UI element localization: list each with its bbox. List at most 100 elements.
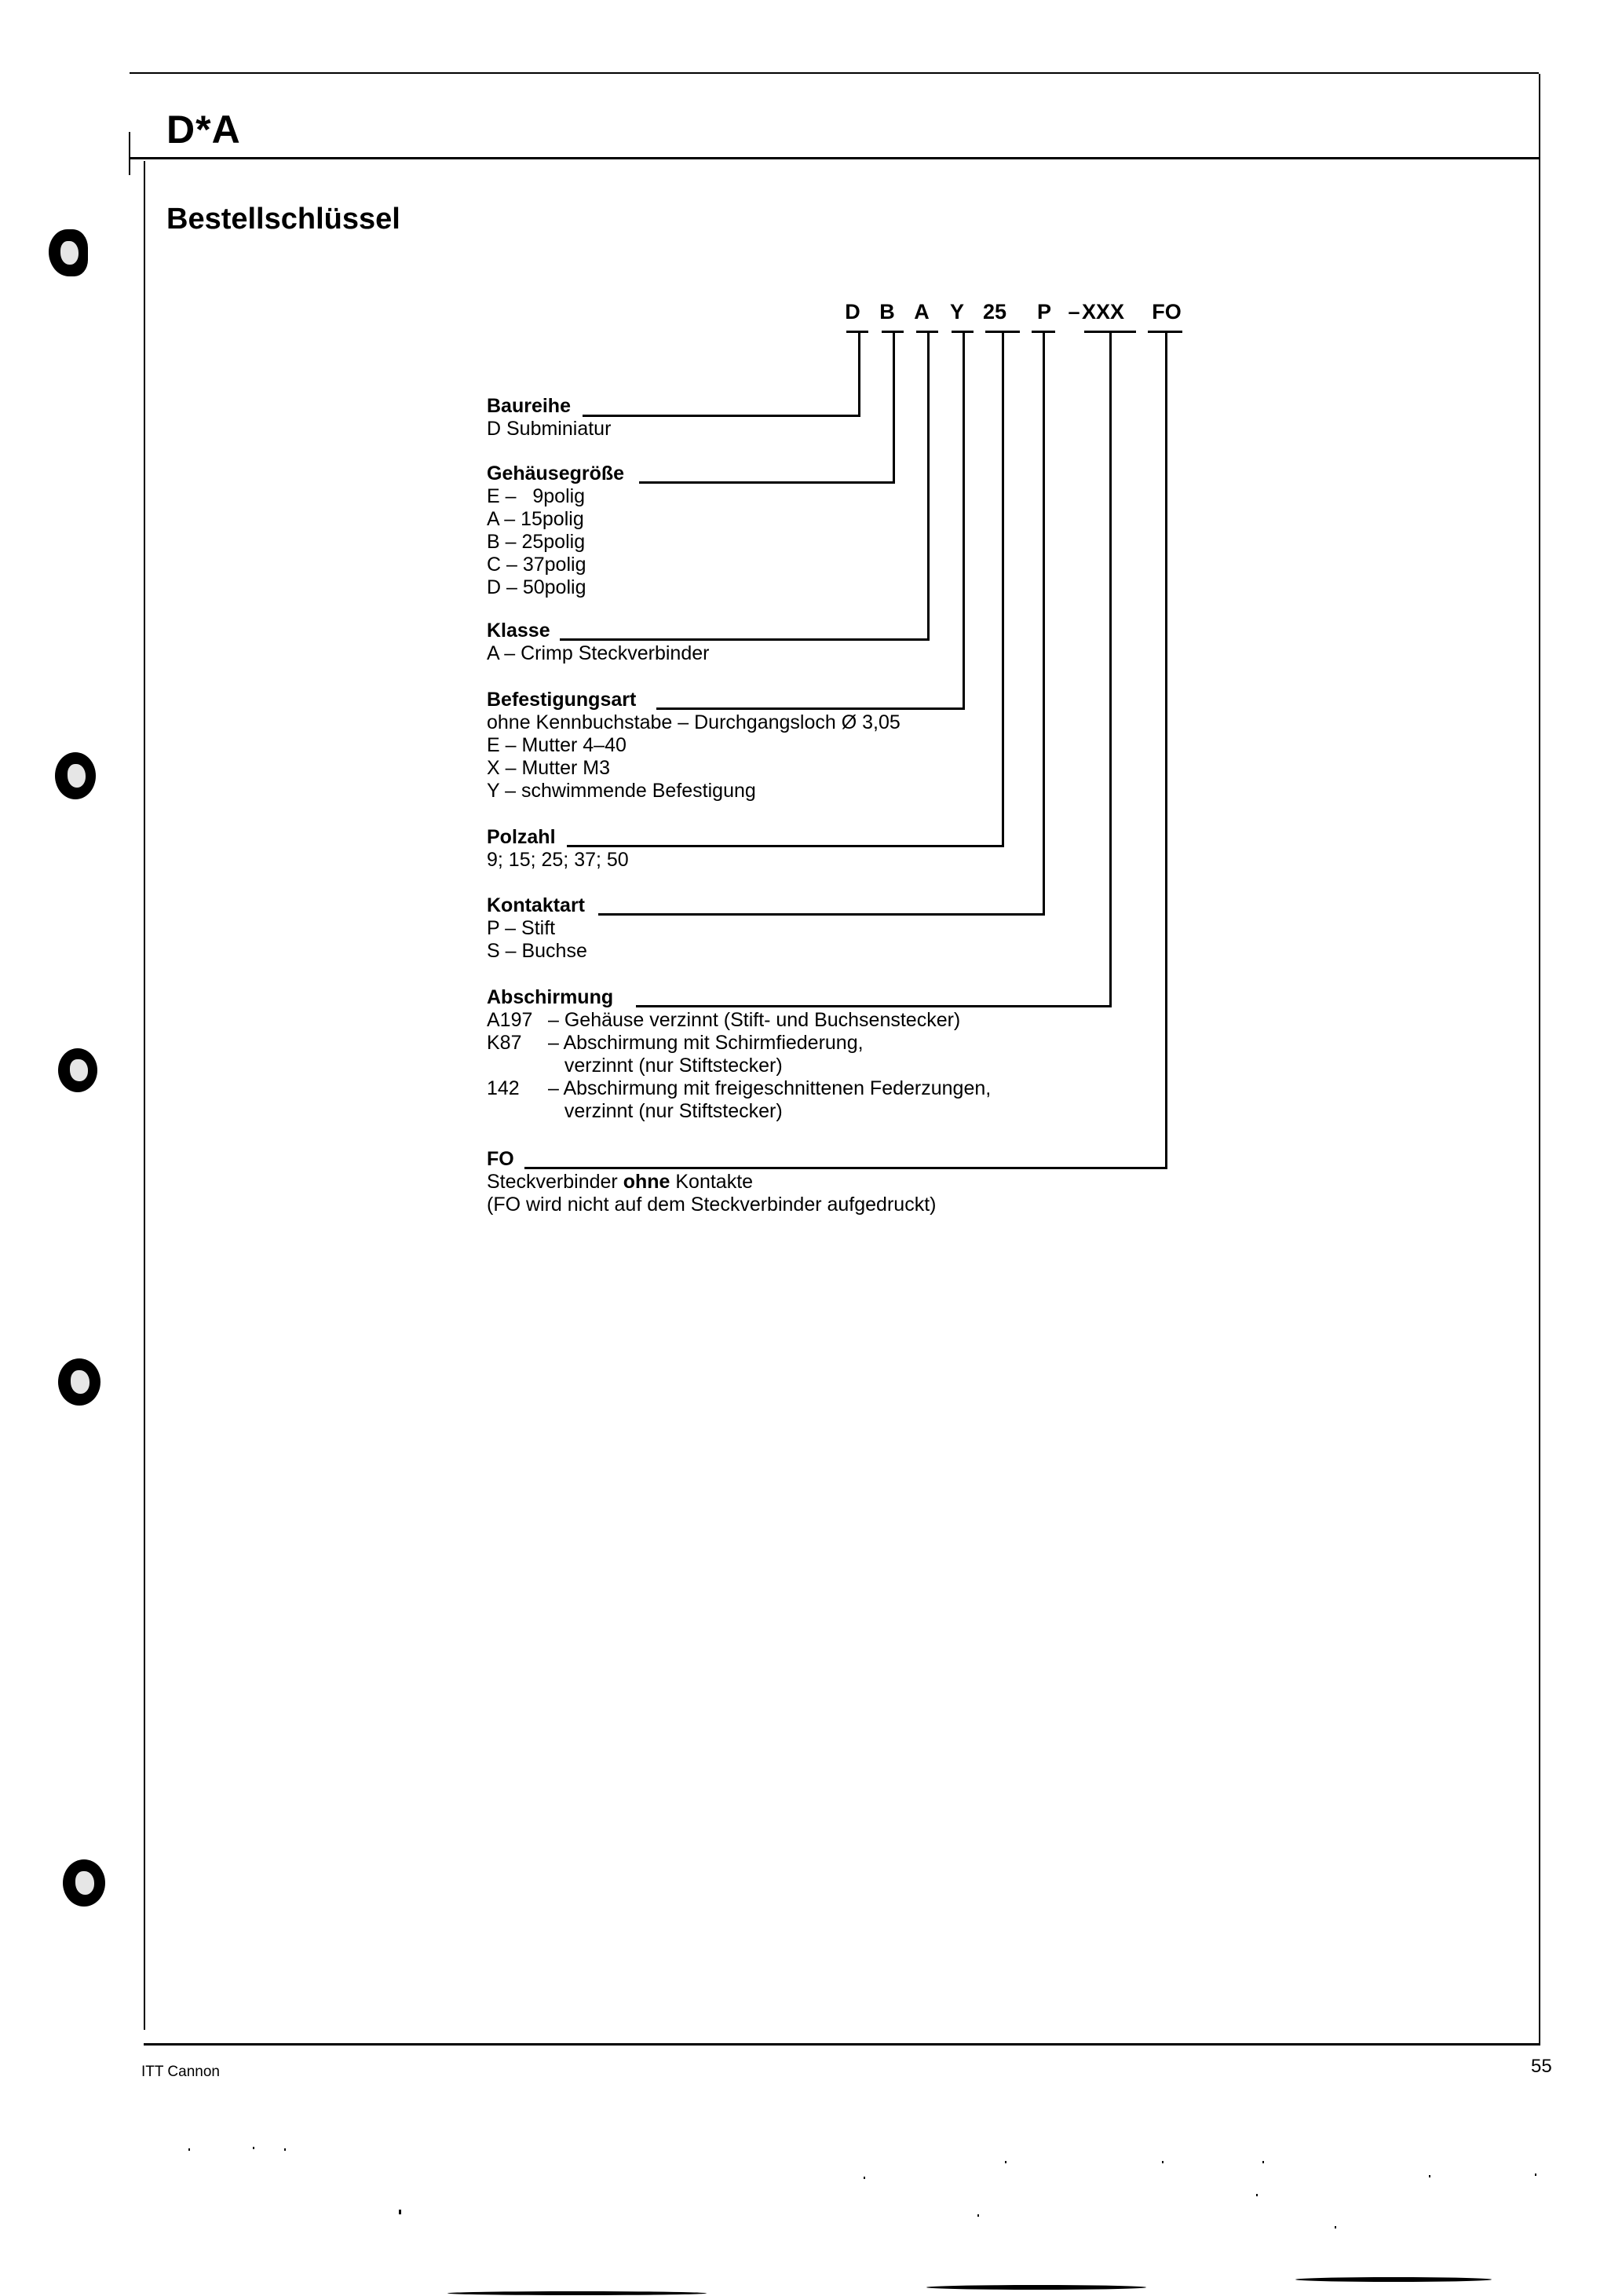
fo-text-post: Kontakte xyxy=(670,1171,754,1193)
shield-option-row: K87 – Abschirmung mit Schirmfiederung, xyxy=(487,1032,991,1055)
shield-code: A197 xyxy=(487,1009,533,1031)
code-underline xyxy=(846,331,868,333)
shield-code xyxy=(487,1100,548,1123)
code-part-contact-type: P xyxy=(1036,300,1052,324)
section-heading: Kontaktart xyxy=(487,894,586,916)
section-befestigungsart: Befestigungsart ohne Kennbuchstabe – Dur… xyxy=(487,689,901,803)
shield-option-row: verzinnt (nur Stiftstecker) xyxy=(487,1100,991,1123)
page-number: 55 xyxy=(1531,2056,1552,2077)
shield-description: verzinnt (nur Stiftstecker) xyxy=(548,1100,783,1122)
frame-right-edge xyxy=(1539,74,1540,2045)
option-line: B – 25polig xyxy=(487,531,586,553)
shield-code xyxy=(487,1055,548,1077)
option-line: P – Stift xyxy=(487,917,556,939)
section-kontaktart: Kontaktart P – Stift S – Buchse xyxy=(487,894,587,963)
section-heading: Polzahl xyxy=(487,826,556,848)
leader-shielding xyxy=(1109,331,1112,1007)
option-line: E – 9polig xyxy=(487,485,586,507)
option-line: A – Crimp Steckverbinder xyxy=(487,642,710,664)
scan-artifact xyxy=(1335,2226,1336,2228)
section-abschirmung: Abschirmung A197 – Gehäuse verzinnt (Sti… xyxy=(487,986,991,1123)
scan-artifact xyxy=(926,2285,1146,2290)
section-klasse: Klasse A – Crimp Steckverbinder xyxy=(487,620,709,665)
footer-rule xyxy=(144,2043,1540,2046)
scan-artifact xyxy=(1005,2161,1006,2163)
section-baureihe: Baureihe D Subminiatur xyxy=(487,395,611,441)
leader-class xyxy=(927,331,930,641)
page-title: D*A xyxy=(166,108,241,152)
frame-left-edge xyxy=(144,161,145,2030)
option-line: S – Buchse xyxy=(487,940,587,962)
option-line: Steckverbinder ohne Kontakte xyxy=(487,1171,936,1194)
option-line: X – Mutter M3 xyxy=(487,757,610,779)
header-rule xyxy=(129,157,1540,159)
option-line: D Subminiatur xyxy=(487,418,612,440)
frame-top-rule xyxy=(130,72,1539,74)
binder-hole-icon xyxy=(58,1048,97,1092)
scan-artifact xyxy=(1429,2175,1430,2177)
leader-shielding-h xyxy=(636,1005,1112,1007)
shield-code: K87 xyxy=(487,1032,522,1054)
code-part-shell-size: B xyxy=(879,300,895,324)
leader-class-h xyxy=(560,638,930,641)
scan-artifact xyxy=(1262,2161,1264,2163)
leader-shell-size xyxy=(893,331,895,484)
code-part-dash: – xyxy=(1068,300,1080,324)
scan-artifact xyxy=(1535,2174,1536,2176)
footer-brand: ITT Cannon xyxy=(141,2064,220,2080)
leader-shell-size-h xyxy=(639,481,895,484)
scan-artifact xyxy=(1295,2277,1492,2282)
option-line: E – Mutter 4–40 xyxy=(487,734,627,756)
section-heading: Baureihe xyxy=(487,395,571,417)
leader-mounting xyxy=(963,331,965,710)
code-part-pin-count: 25 xyxy=(982,300,1007,324)
scan-artifact xyxy=(448,2291,707,2295)
scan-artifact xyxy=(864,2177,865,2179)
section-fo: FO Steckverbinder ohne Kontakte (FO wird… xyxy=(487,1148,936,1216)
scan-artifact xyxy=(399,2210,401,2214)
scan-artifact xyxy=(977,2214,979,2217)
scan-artifact xyxy=(188,2148,190,2151)
section-heading: Befestigungsart xyxy=(487,689,637,711)
section-heading: Gehäusegröße xyxy=(487,462,625,484)
leader-pin-count-h xyxy=(567,845,1004,847)
shield-description: – Abschirmung mit Schirmfiederung, xyxy=(548,1032,864,1054)
code-part-fo: FO xyxy=(1152,300,1182,324)
leader-series xyxy=(858,331,860,417)
option-line: C – 37polig xyxy=(487,554,586,576)
option-line: 9; 15; 25; 37; 50 xyxy=(487,849,629,871)
shield-option-row: A197 – Gehäuse verzinnt (Stift- und Buch… xyxy=(487,1009,991,1032)
scan-artifact xyxy=(284,2148,286,2151)
binder-hole-icon xyxy=(63,1859,105,1907)
option-line: Y – schwimmende Befestigung xyxy=(487,780,756,802)
section-heading: Abschirmung xyxy=(487,986,614,1008)
code-part-mounting: Y xyxy=(949,300,965,324)
shield-description: – Abschirmung mit freigeschnittenen Fede… xyxy=(548,1077,992,1099)
section-gehaeusegroesse: Gehäusegröße E – 9polig A – 15polig B – … xyxy=(487,462,624,599)
leader-fo xyxy=(1165,331,1167,1169)
section-polzahl: Polzahl 9; 15; 25; 37; 50 xyxy=(487,826,629,872)
option-line: (FO wird nicht auf dem Steckverbinder au… xyxy=(487,1194,937,1216)
shield-option-row: 142 – Abschirmung mit freigeschnittenen … xyxy=(487,1077,991,1100)
section-heading: Klasse xyxy=(487,620,550,642)
scan-artifact xyxy=(1256,2194,1258,2196)
leader-series-h xyxy=(583,415,860,417)
code-part-class: A xyxy=(914,300,930,324)
shield-description: – Gehäuse verzinnt (Stift- und Buchsenst… xyxy=(548,1009,961,1031)
leader-pin-count xyxy=(1002,331,1004,847)
leader-contact-type-h xyxy=(598,913,1045,916)
shield-code: 142 xyxy=(487,1077,520,1099)
leader-fo-h xyxy=(524,1167,1167,1169)
shield-option-row: verzinnt (nur Stiftstecker) xyxy=(487,1055,991,1077)
leader-mounting-h xyxy=(656,707,965,710)
option-line: D – 50polig xyxy=(487,576,586,598)
fo-text-pre: Steckverbinder xyxy=(487,1171,623,1193)
code-part-shielding: XXX xyxy=(1081,300,1125,324)
option-line: ohne Kennbuchstabe – Durchgangsloch Ø 3,… xyxy=(487,711,901,733)
section-heading: FO xyxy=(487,1148,514,1170)
scan-artifact xyxy=(1162,2161,1164,2163)
binder-hole-icon xyxy=(55,752,96,799)
fo-text-bold: ohne xyxy=(623,1171,670,1193)
binder-hole-icon xyxy=(49,229,88,276)
section-title: Bestellschlüssel xyxy=(166,203,400,236)
